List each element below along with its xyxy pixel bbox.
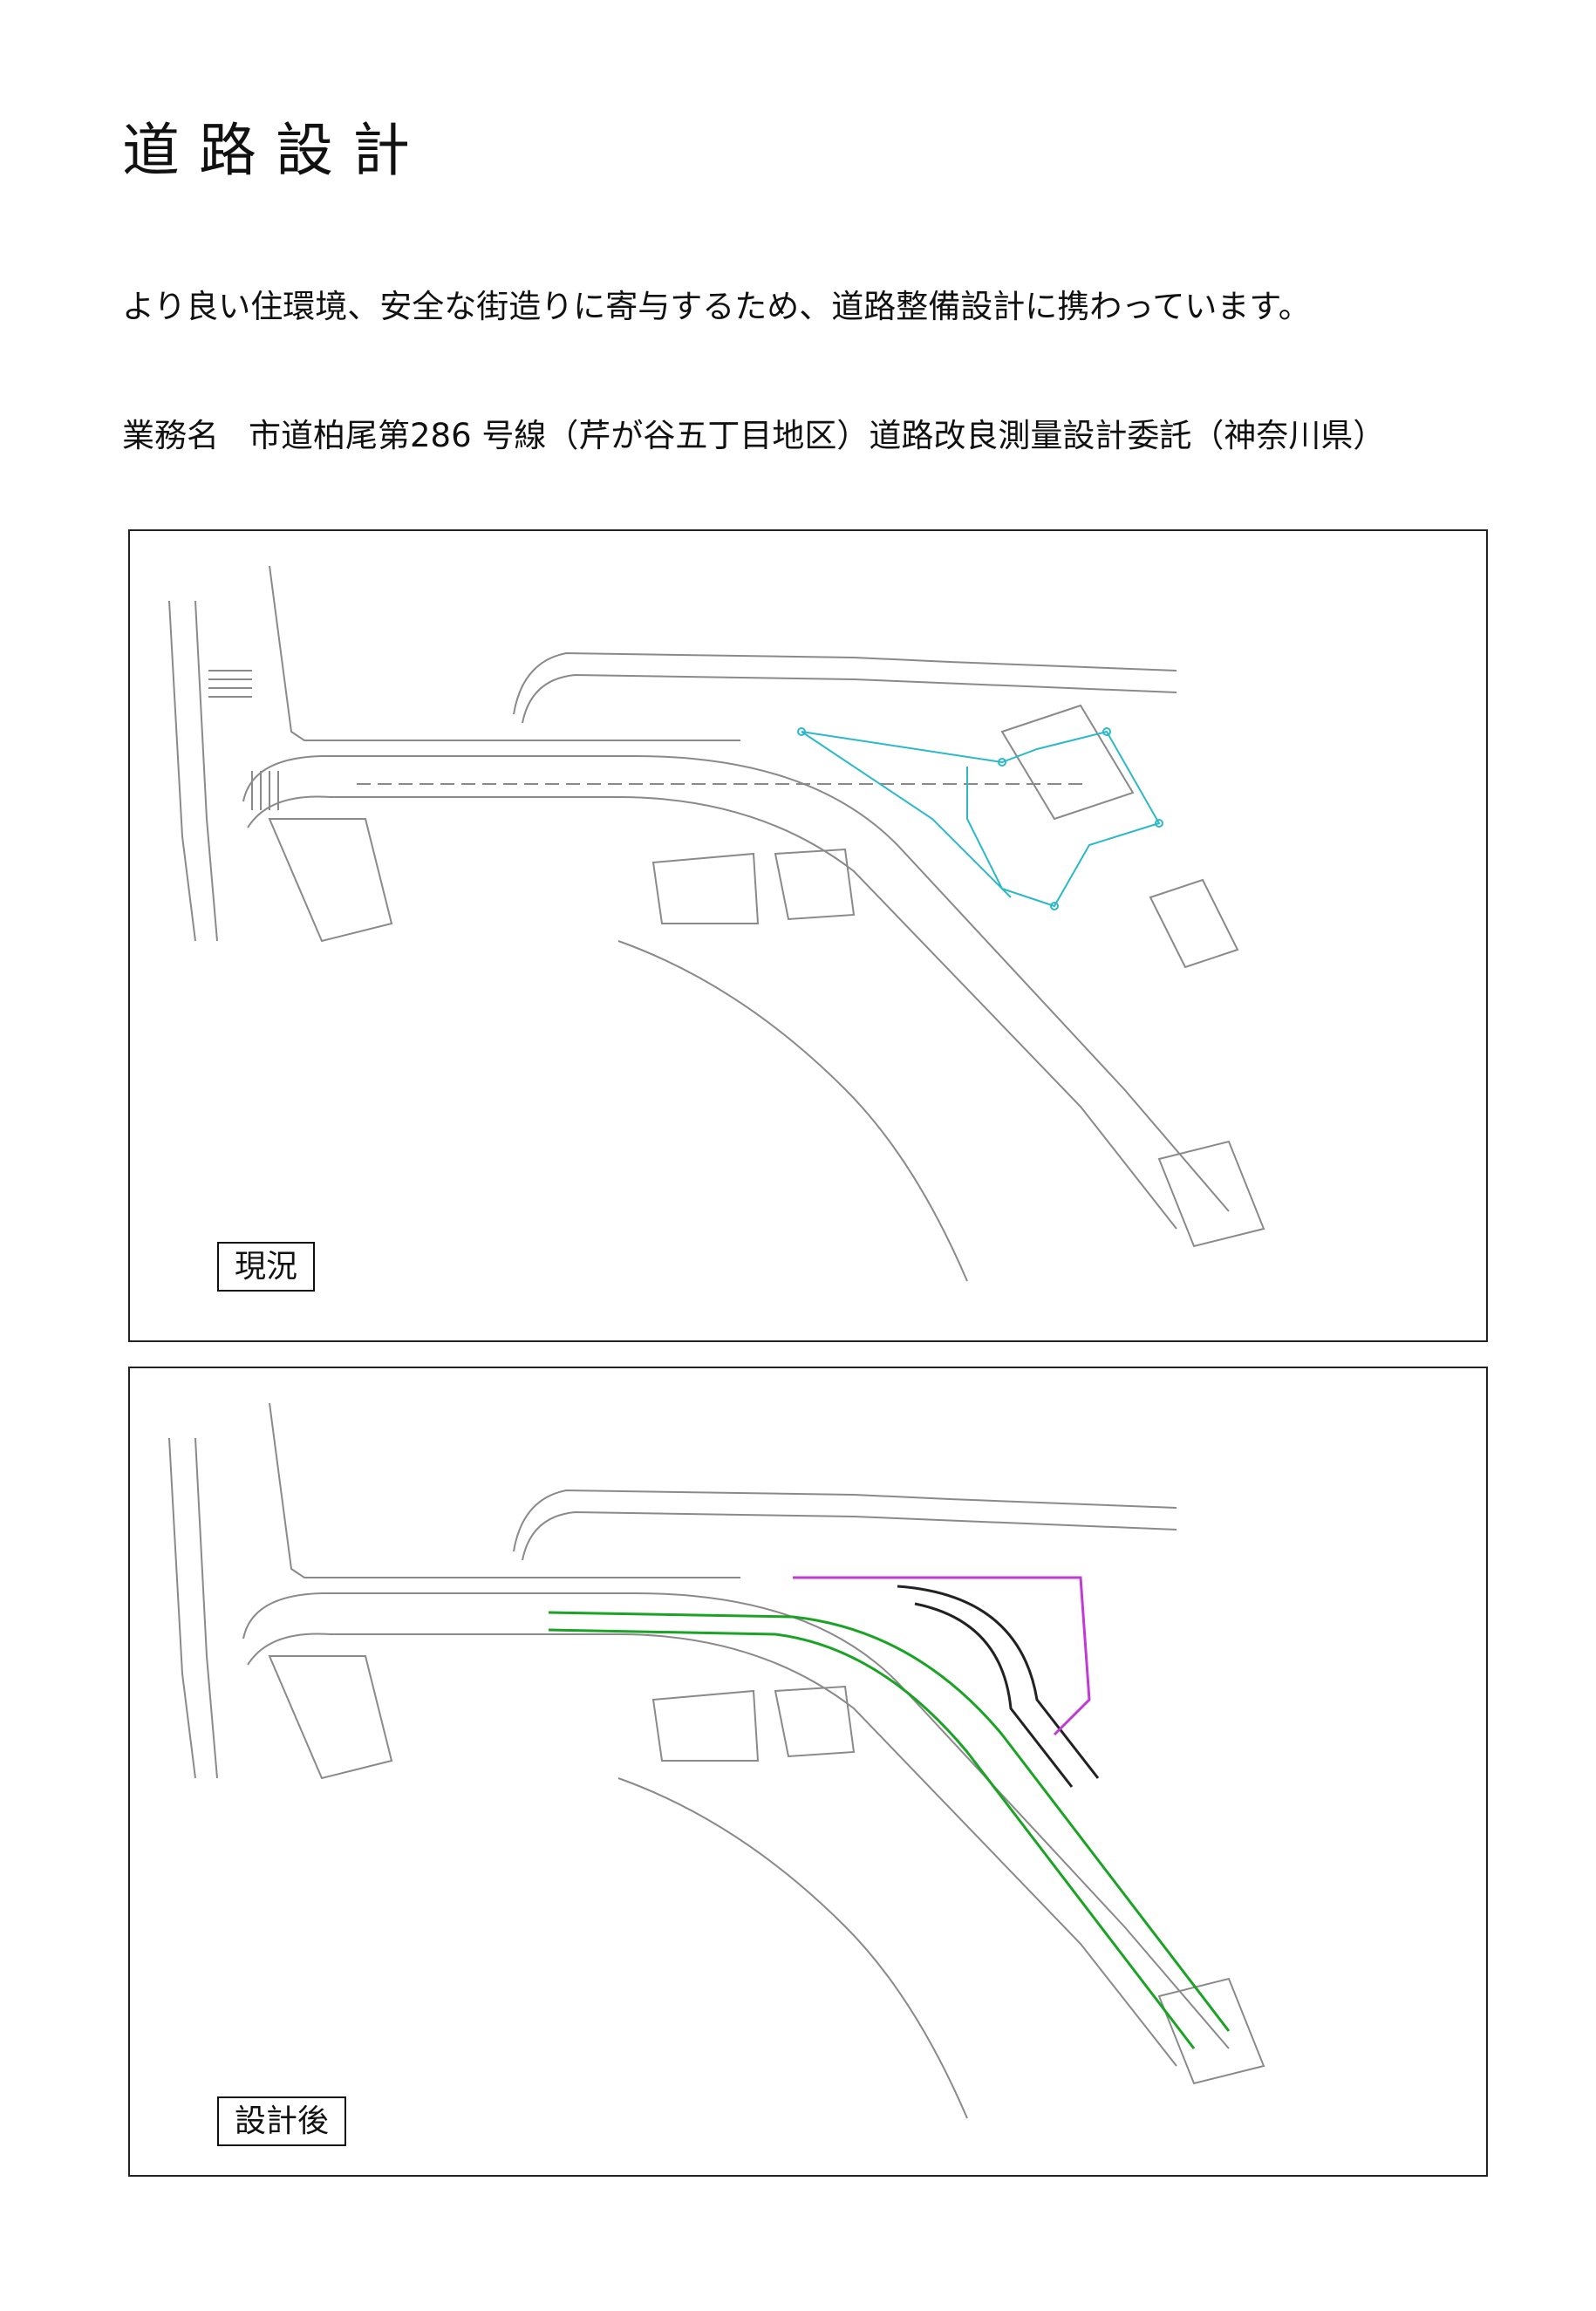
design-drawing: 設計後 [128,1367,1488,2177]
right-of-way-boundary [793,1576,1091,1736]
design-centerline [548,1611,1231,2049]
intro-text: より良い住環境、安全な街造りに寄与するため、道路整備設計に携わっています。 [122,288,1311,325]
survey-lines [797,727,1163,910]
crosswalk [208,670,279,810]
project-name: 市道柏尾第286 号線（芹が谷五丁目地区）道路改良測量設計委託（神奈川県） [249,417,1386,454]
design-plan-svg [168,1402,1265,2119]
retaining-wall [897,1585,1100,1788]
project-line: 業務名市道柏尾第286 号線（芹が谷五丁目地区）道路改良測量設計委託（神奈川県） [122,417,1385,455]
design-tag: 設計後 [217,2096,347,2146]
existing-tag: 現況 [217,1242,316,1292]
existing-condition-drawing: 現況 [128,529,1488,1342]
page-title: 道路設計 [122,117,429,184]
existing-plan-svg [168,565,1265,1282]
project-label: 業務名 [122,417,219,454]
road-linework [168,565,1265,1282]
road-linework [168,1402,1265,2119]
